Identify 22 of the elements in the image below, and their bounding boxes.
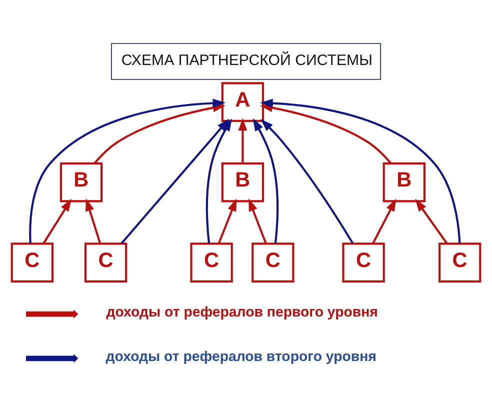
diagram-title: СХЕМА ПАРТНЕРСКОЙ СИСТЕМЫ <box>121 52 372 70</box>
node-box: C <box>84 242 128 283</box>
node-box: C <box>190 242 233 283</box>
arrow <box>248 198 267 244</box>
arrow <box>415 198 448 244</box>
arrow <box>238 118 248 164</box>
arrow <box>252 118 279 244</box>
legend-label: доходы от рефералов первого уровня <box>106 304 378 320</box>
legend-label: доходы от рефералов второго уровня <box>106 348 376 365</box>
node-box: B <box>60 162 103 202</box>
node-box: B <box>221 162 264 202</box>
arrow <box>42 198 72 244</box>
node-box: A <box>221 82 264 122</box>
node-box: C <box>342 242 385 283</box>
arrow <box>218 198 237 244</box>
node-box: B <box>382 162 426 202</box>
node-box: C <box>10 242 54 283</box>
node-box: C <box>438 242 482 283</box>
arrow <box>86 198 102 244</box>
node-box: C <box>252 242 294 283</box>
arrow <box>260 118 354 244</box>
arrow <box>372 198 396 244</box>
